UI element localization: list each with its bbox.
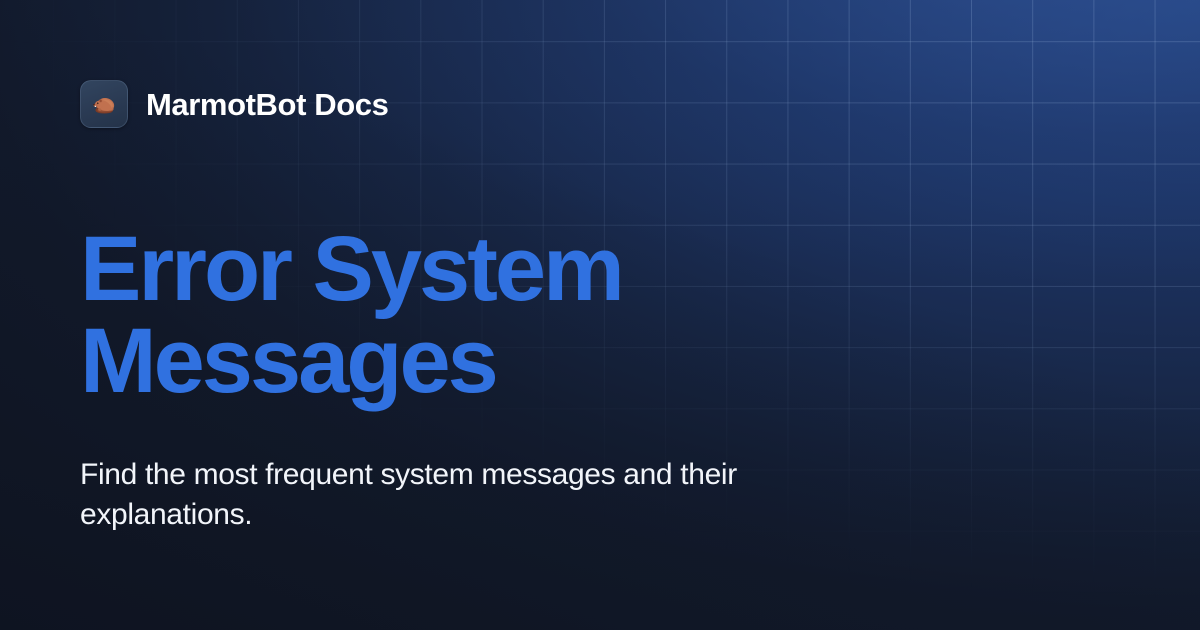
page-subtitle: Find the most frequent system messages a… (80, 458, 737, 531)
brand: MarmotBot Docs (80, 80, 1120, 128)
page-title: Error System Messages (80, 218, 625, 412)
brand-title: MarmotBot Docs (146, 86, 389, 122)
brand-logo-badge (80, 80, 128, 128)
marmot-logo-icon (93, 97, 115, 114)
